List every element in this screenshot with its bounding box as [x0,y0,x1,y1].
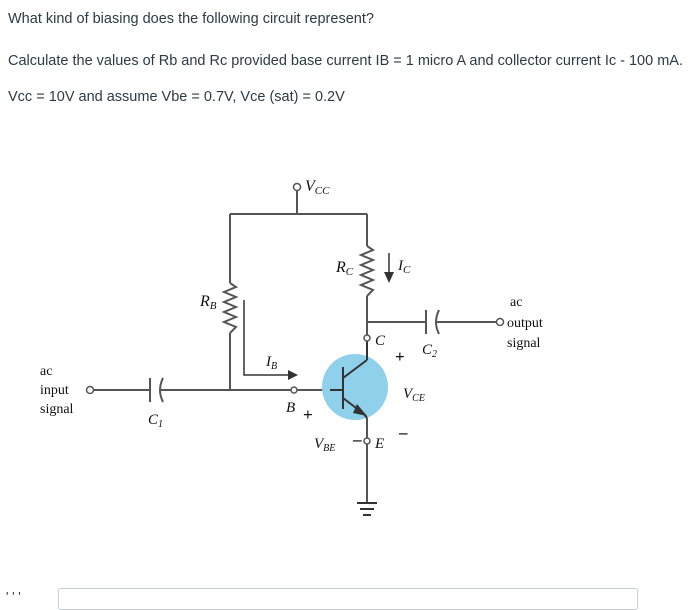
ic-arrow-head [384,272,394,283]
ground-icon [357,502,377,516]
ib-label: IB [265,354,277,372]
collector-label: C [375,333,386,349]
partial-answer-label: ' ' ' [6,589,21,604]
rb-resistor [221,282,239,334]
transistor-body [322,354,388,420]
ic-label: IC [397,258,411,276]
output-terminal [495,317,505,327]
ib-arrow-line [243,300,290,376]
rc-resistor [358,245,376,297]
circuit-diagram: VCC RB RC IC IB C1 C2 ac input signal ac… [40,178,543,516]
output-signal-line2: output [507,316,543,331]
c1-label: C1 [148,412,163,430]
c2-plate-right [435,309,440,335]
rb-label: RB [199,293,217,312]
question-line-1: What kind of biasing does the following … [8,11,374,27]
collector-node [363,334,371,342]
vbe-label: VBE [314,436,335,454]
output-signal-line3: signal [507,336,541,351]
answer-input-box[interactable] [58,588,638,610]
question-text: What kind of biasing does the following … [8,8,688,122]
input-terminal [85,385,95,395]
emitter-node [363,437,371,445]
rc-label: RC [335,259,354,278]
vbe-minus: – [352,430,362,449]
emitter-arrow [353,404,367,416]
base-label: B [286,400,295,416]
input-signal-line3: signal [40,402,74,417]
c2-label: C2 [422,342,437,360]
input-signal-line1: ac [40,364,52,379]
base-node [290,386,298,394]
ib-arrow-head [288,370,298,380]
vcc-terminal [292,182,302,192]
vce-plus: + [395,347,405,366]
vbe-plus: + [303,405,313,424]
vce-minus: – [398,423,408,442]
emitter-label: E [374,436,384,452]
c1-plate-right [159,377,164,403]
vcc-label: VCC [305,178,330,197]
output-signal-line1: ac [510,295,522,310]
vce-label: VCE [403,386,425,404]
question-line-3: Vcc = 10V and assume Vbe = 0.7V, Vce (sa… [8,89,345,105]
circuit-wires [94,191,497,503]
input-signal-line2: input [40,383,69,398]
question-line-2: Calculate the values of Rb and Rc provid… [8,53,683,69]
